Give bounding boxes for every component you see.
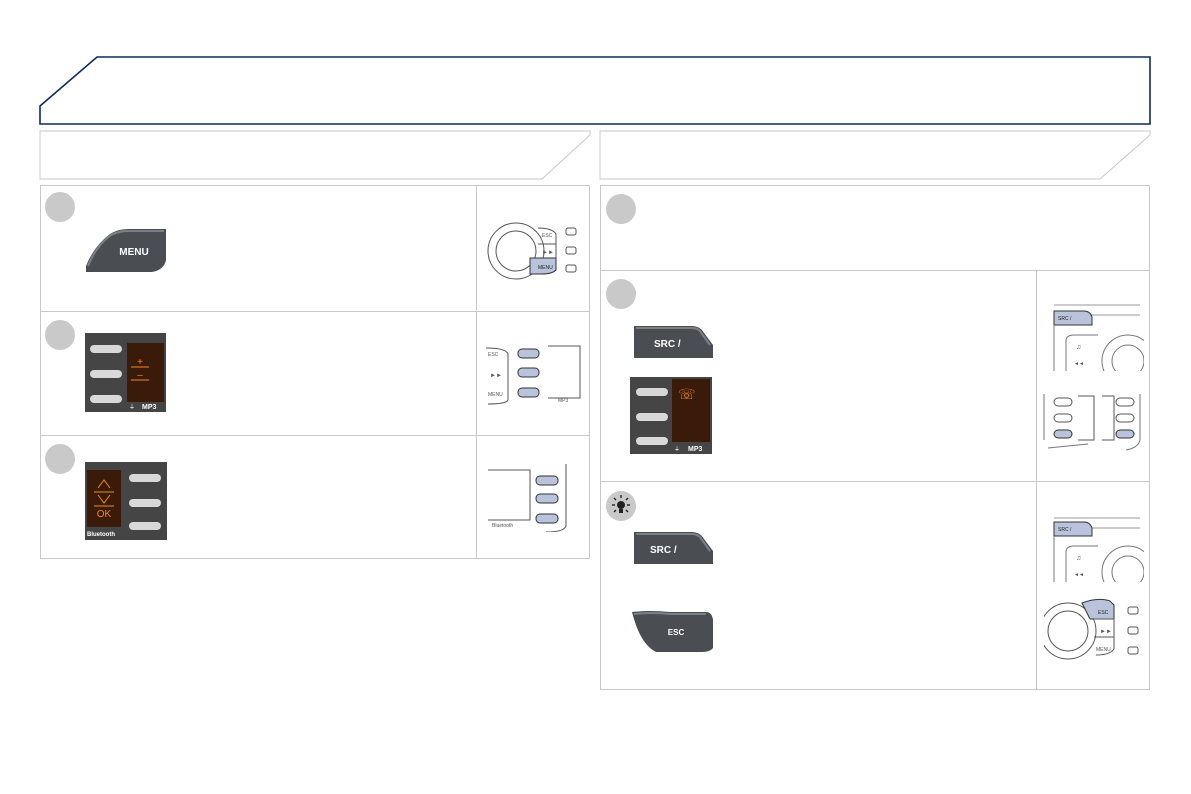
left-section-header <box>39 130 591 180</box>
usb-icon: ⏚ <box>129 404 135 411</box>
src-button[interactable]: SRC / <box>630 529 715 566</box>
divider <box>40 311 590 312</box>
button-column-diagram: ESC ►► MENU MP3 <box>486 345 581 405</box>
diagram-src-label: SRC / <box>1058 316 1072 322</box>
divider <box>600 481 1150 482</box>
diagram-esc-label: ESC <box>488 352 499 358</box>
down-arrow-icon <box>97 494 111 504</box>
fast-forward-icon: ►► <box>1100 629 1112 635</box>
src-button[interactable]: SRC / <box>630 323 715 360</box>
display-mp3: MP3 <box>142 404 157 411</box>
lightbulb-icon <box>606 491 636 521</box>
esc-button[interactable]: ESC <box>630 606 715 654</box>
step-circle-icon <box>606 194 636 224</box>
esc-button-label: ESC <box>668 628 685 637</box>
diagram-menu-label: MENU <box>488 392 503 398</box>
music-note-icon: ♫ <box>1076 344 1081 351</box>
diagram-src-label: SRC / <box>1058 527 1072 533</box>
up-arrow-icon <box>97 479 111 489</box>
fast-forward-icon: ►► <box>490 373 502 379</box>
divider <box>40 435 590 436</box>
display-plus: + <box>137 357 143 368</box>
step-circle-icon <box>45 192 75 222</box>
diagram-esc-label: ESC <box>1098 610 1109 616</box>
diagram-menu-label: MENU <box>1096 647 1111 653</box>
src-location-diagram: SRC / ♫ ◄◄ <box>1053 517 1144 582</box>
step-circle-icon <box>45 444 75 474</box>
display-mp3: MP3 <box>688 446 703 453</box>
diagram-bluetooth: Bluetooth <box>492 523 513 529</box>
volume-display-panel: + – ⏚ MP3 <box>85 333 166 412</box>
step-circle-icon <box>606 279 636 309</box>
phone-display-panel: ☏ ⏚ MP3 <box>630 377 712 454</box>
menu-button-label: MENU <box>119 247 148 258</box>
diagram-menu-label: MENU <box>538 265 553 271</box>
music-note-icon: ♫ <box>1076 555 1081 562</box>
diagram-esc-label: ESC <box>542 233 553 239</box>
display-bluetooth: Bluetooth <box>87 532 115 538</box>
control-ring-diagram: ESC ►► MENU <box>1044 598 1139 660</box>
divider <box>600 270 1150 271</box>
usb-icon: ⏚ <box>674 446 680 453</box>
navigation-display-panel: OK Bluetooth <box>85 462 167 540</box>
rewind-icon: ◄◄ <box>1074 572 1084 578</box>
divider <box>1036 270 1037 690</box>
src-button-label: SRC / <box>650 545 677 556</box>
display-ok: OK <box>97 509 112 520</box>
control-ring-diagram: ESC ►► MENU <box>487 222 577 280</box>
menu-button[interactable]: MENU <box>82 226 170 274</box>
right-section-header <box>599 130 1151 180</box>
rewind-icon: ◄◄ <box>1074 361 1084 367</box>
fast-forward-icon: ►► <box>542 250 554 256</box>
diagram-mp3: MP3 <box>558 398 569 404</box>
header-banner <box>39 56 1151 125</box>
step-circle-icon <box>45 320 75 350</box>
phone-icon: ☏ <box>678 386 696 402</box>
divider <box>476 185 477 559</box>
display-minus: – <box>137 370 143 381</box>
src-location-diagram: SRC / ♫ ◄◄ <box>1053 304 1144 371</box>
dual-button-diagram <box>1043 394 1141 451</box>
src-button-label: SRC / <box>654 339 681 350</box>
bluetooth-buttons-diagram: Bluetooth <box>488 464 567 532</box>
